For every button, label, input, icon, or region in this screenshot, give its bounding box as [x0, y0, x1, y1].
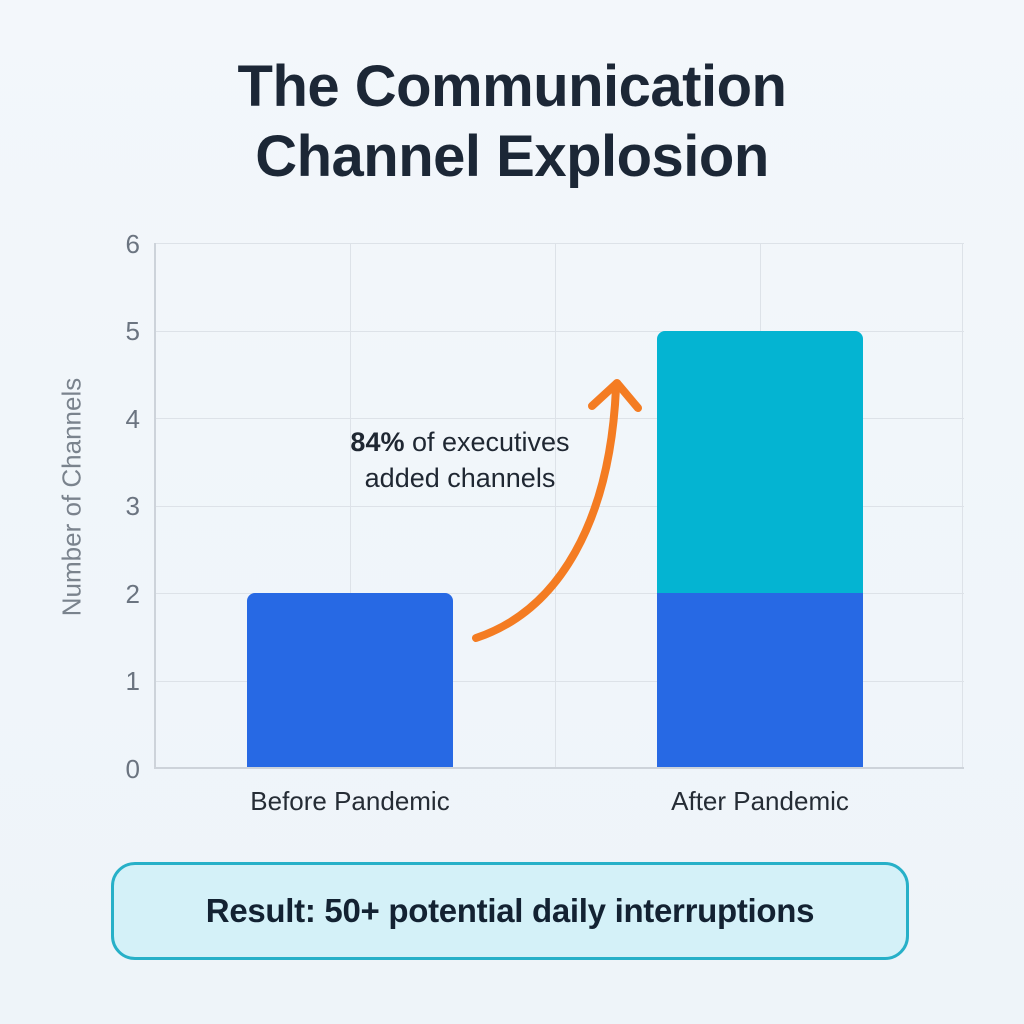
gridline-y-5	[154, 330, 964, 332]
y-tick-3: 3	[125, 491, 140, 521]
annotation-percent: 84%	[350, 427, 405, 457]
result-text: Result: 50+ potential daily interruption…	[205, 892, 815, 929]
gridline-y-6	[154, 243, 964, 244]
gridline-y-3	[154, 505, 964, 507]
x-label-after-pandemic: After Pandemic	[671, 786, 849, 816]
x-label-before-pandemic: Before Pandemic	[250, 786, 450, 816]
plot-area	[154, 243, 964, 769]
gridline-x-1	[350, 243, 351, 768]
gridline-y-1	[154, 680, 964, 682]
y-tick-4: 4	[125, 404, 140, 434]
chart-title: The Communication Channel Explosion	[0, 52, 1024, 192]
annotation-line-1: of executives	[404, 427, 570, 457]
y-tick-1: 1	[125, 666, 140, 696]
chart-title-line-2: Channel Explosion	[255, 124, 769, 189]
result-callout: Result: 50+ potential daily interruption…	[111, 862, 909, 960]
bar-after-pandemic-base	[657, 593, 863, 768]
gridline-y-2	[154, 593, 964, 594]
y-tick-5: 5	[125, 316, 140, 346]
y-tick-6: 6	[125, 229, 140, 259]
gridline-y-4	[154, 418, 964, 419]
bar-after-pandemic-added	[657, 330, 863, 593]
y-tick-0: 0	[125, 754, 140, 784]
x-axis-line	[154, 767, 964, 769]
gridline-x-4	[962, 243, 963, 768]
bar-before-pandemic	[247, 593, 453, 768]
gridline-x-2	[555, 243, 556, 768]
chart-title-line-1: The Communication	[237, 54, 787, 119]
annotation-line-2: added channels	[364, 463, 556, 493]
y-axis-line	[154, 243, 156, 768]
y-tick-2: 2	[125, 579, 140, 609]
annotation-text: 84% of executives added channels	[300, 424, 620, 496]
